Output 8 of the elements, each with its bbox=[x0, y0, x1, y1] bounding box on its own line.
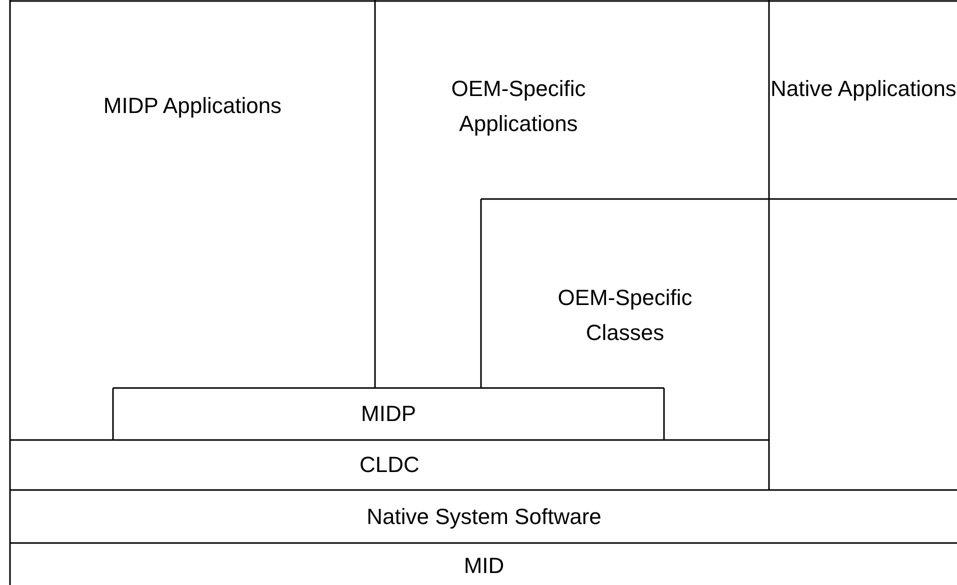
layer-label: Native Applications bbox=[770, 75, 957, 103]
layer-label: OEM-Specific Applications bbox=[450, 75, 587, 138]
layer-label: OEM-Specific Classes bbox=[556, 284, 694, 347]
layer-label: MID bbox=[462, 552, 506, 580]
layer-label: Native System Software bbox=[366, 503, 602, 531]
layer-label: MIDP bbox=[360, 400, 417, 428]
layer-label: MIDP Applications bbox=[102, 92, 283, 120]
layer-label: CLDC bbox=[358, 451, 420, 479]
